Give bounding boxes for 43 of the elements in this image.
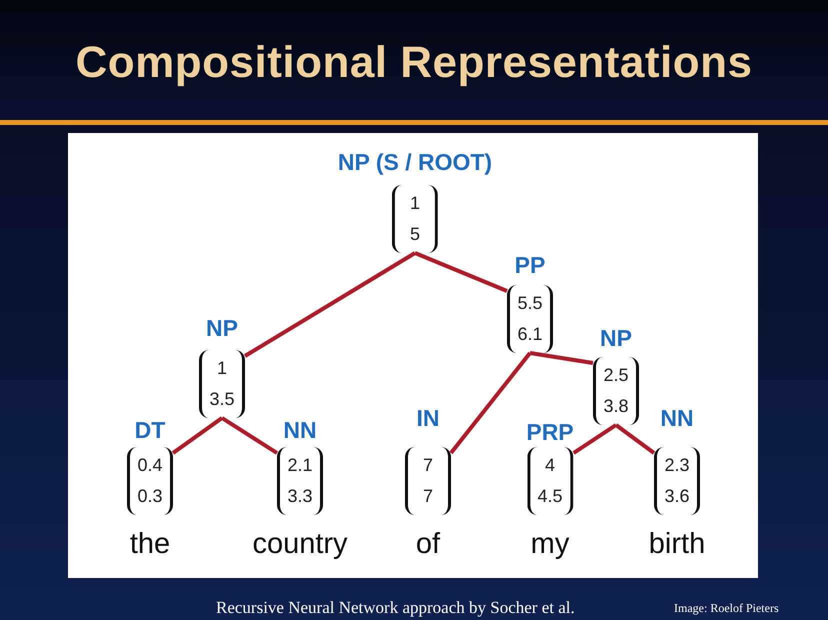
category-label: IN xyxy=(416,405,440,431)
word-label: my xyxy=(530,527,570,561)
caption: Recursive Neural Network approach by Socher et al. xyxy=(216,597,575,619)
vector-value: 1 xyxy=(410,192,420,215)
vector-value: 3.5 xyxy=(209,388,235,411)
word-label: country xyxy=(252,527,348,561)
vector-value: 0.3 xyxy=(137,485,163,508)
category-label: NN xyxy=(660,405,694,431)
vector-value: 2.5 xyxy=(603,364,629,387)
category-label: NP xyxy=(600,325,632,351)
category-label: NP (S / ROOT) xyxy=(338,149,492,175)
vector-value: 3.3 xyxy=(287,485,313,508)
vector-value: 6.1 xyxy=(517,323,543,346)
vector-value: 3.6 xyxy=(664,485,690,508)
vector-value: 4.5 xyxy=(537,485,562,508)
category-label: DT xyxy=(134,417,166,443)
tree-branch xyxy=(614,423,656,455)
vector-value: 2.3 xyxy=(664,454,690,477)
word-label: birth xyxy=(648,527,706,561)
slide-title: Compositional Representations xyxy=(74,37,754,89)
category-label: NN xyxy=(283,417,317,443)
word-label: of xyxy=(416,527,440,561)
tree-branch xyxy=(449,352,532,454)
tree-branch xyxy=(244,251,416,358)
vector-value: 5 xyxy=(410,223,420,246)
tree-branch xyxy=(220,416,278,455)
vector-value: 3.8 xyxy=(603,395,629,418)
vector-value: 7 xyxy=(422,485,433,508)
tree-branch xyxy=(572,423,618,455)
vector-value: 7 xyxy=(422,454,433,477)
tree-branch xyxy=(530,351,594,365)
vector-value: 5.5 xyxy=(517,292,543,315)
category-label: PRP xyxy=(526,419,574,445)
vector-value: 4 xyxy=(544,454,555,477)
tree-branch xyxy=(414,251,508,293)
vector-value: 2.1 xyxy=(287,454,313,477)
vector-value: 0.4 xyxy=(137,454,163,477)
category-label: PP xyxy=(514,252,546,278)
image-credit: Image: Roelof Pieters xyxy=(674,600,779,617)
word-label: the xyxy=(130,527,170,561)
category-label: NP xyxy=(206,315,238,341)
tree-branch xyxy=(172,416,224,455)
vector-value: 1 xyxy=(216,357,227,380)
